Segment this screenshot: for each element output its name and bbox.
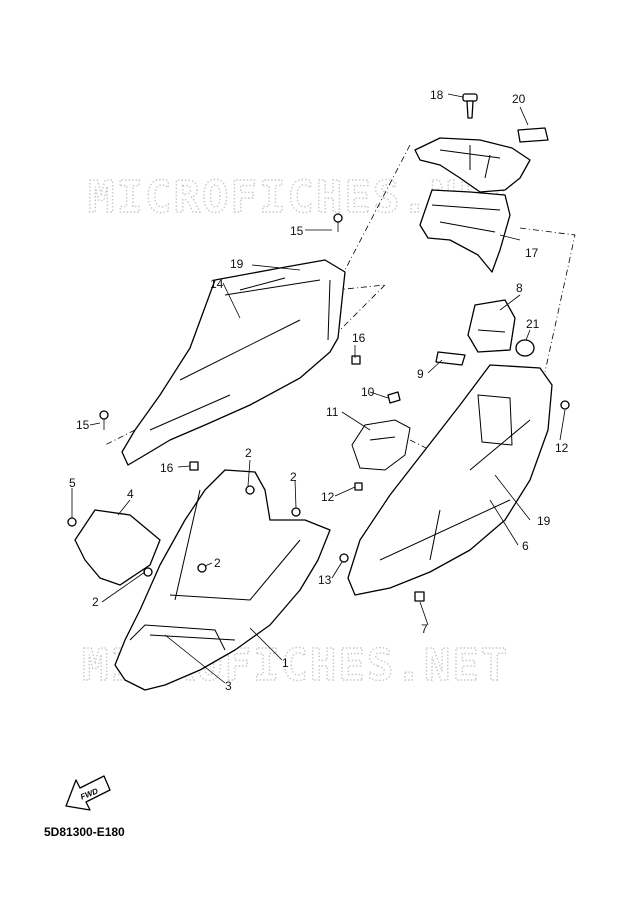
part-8-bracket [435, 351, 466, 366]
callout-16-top: 16 [352, 331, 366, 345]
part-7-cover-plate [467, 299, 516, 353]
callout-2-b: 2 [290, 470, 297, 484]
callout-10: 11 [326, 405, 339, 419]
callout-5: 5 [69, 476, 76, 490]
callout-9: 10 [361, 385, 375, 399]
part-21-cap [515, 339, 535, 357]
callout-12-left: 13 [318, 573, 332, 587]
part-4-bracket-plate [74, 509, 161, 586]
callout-15-top: 15 [290, 224, 304, 238]
callout-11: 12 [321, 490, 335, 504]
callout-2-c: 2 [214, 556, 221, 570]
fwd-arrow-icon: FWD [65, 775, 111, 811]
callouts: 18 20 15 17 19 14 8 21 16 9 10 11 15 12 … [69, 88, 569, 693]
callout-21: 21 [526, 317, 540, 331]
fasteners [67, 213, 570, 602]
part-14-left-side-cover [121, 259, 346, 466]
callout-15-left: 15 [76, 418, 90, 432]
part-18-screw [462, 93, 478, 119]
callout-16-left: 16 [160, 461, 174, 475]
callout-2-d: 2 [92, 595, 99, 609]
part-17-rear-cover-top [414, 137, 531, 193]
part-1-seat-bottom-cover [114, 469, 331, 691]
leader-lines [71, 93, 566, 684]
callout-19-right: 19 [537, 514, 551, 528]
callout-2-a: 2 [245, 446, 252, 460]
callout-3: 3 [225, 679, 232, 693]
part-17-inner-panel [419, 189, 511, 273]
callout-20: 20 [512, 92, 526, 106]
callout-12-right: 12 [555, 441, 569, 455]
part-20-pad [517, 127, 549, 143]
callout-19-top: 19 [230, 257, 244, 271]
callout-8: 9 [417, 367, 424, 381]
callout-4: 4 [127, 487, 134, 501]
callout-13: 7 [421, 622, 428, 636]
part-6-right-side-cover [347, 364, 553, 596]
callout-18: 18 [430, 88, 444, 102]
callout-7: 8 [516, 281, 523, 295]
callout-17: 17 [525, 246, 539, 260]
part-10-handle [351, 419, 411, 471]
diagram-code: 5D81300-E180 [44, 825, 125, 839]
callout-1: 1 [282, 656, 289, 670]
callout-6: 6 [522, 539, 529, 553]
callout-14: 14 [210, 277, 224, 291]
